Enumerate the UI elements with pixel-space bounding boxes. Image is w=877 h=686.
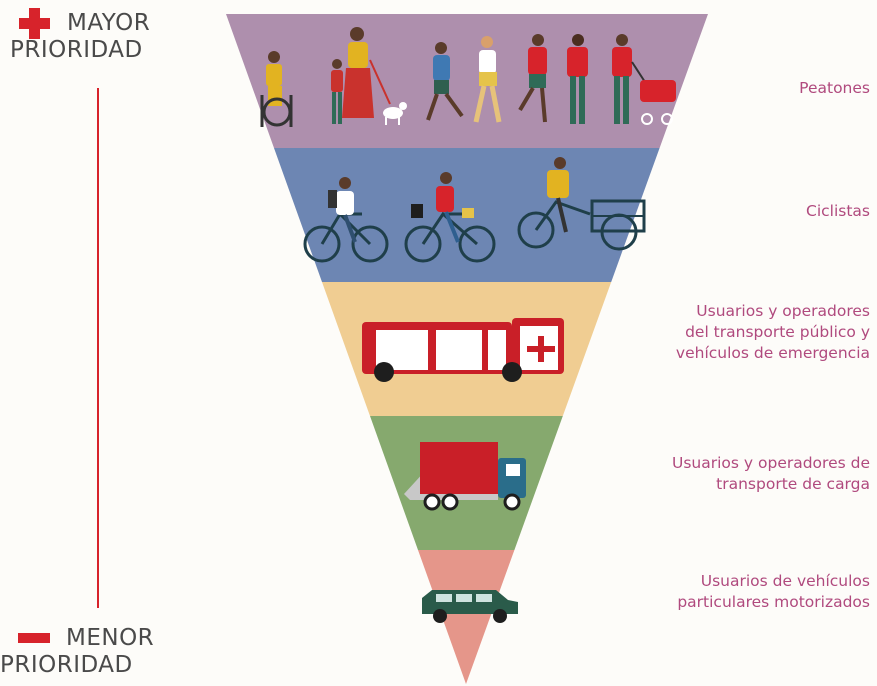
minus-icon xyxy=(18,633,50,643)
tier-band-private-vehicles xyxy=(226,550,708,684)
priority-axis-line xyxy=(97,88,99,608)
priority-top-line2: PRIORIDAD xyxy=(10,37,143,63)
priority-bottom-line2: PRIORIDAD xyxy=(0,652,133,678)
tier-label-private-vehicles: Usuarios de vehículos particulares motor… xyxy=(677,572,870,611)
pedestrians-icon xyxy=(260,27,676,127)
tier-label-cyclists: Ciclistas xyxy=(806,202,870,220)
priority-top-label: MAYOR PRIORIDAD xyxy=(10,10,150,64)
priority-bottom-label: MENOR PRIORIDAD xyxy=(0,625,154,679)
bus-icon xyxy=(362,318,564,382)
plus-icon-vertical xyxy=(29,8,40,39)
truck-icon xyxy=(404,442,526,511)
tier-label-pedestrians: Peatones xyxy=(799,79,870,97)
tier-label-freight: Usuarios y operadores de transporte de c… xyxy=(671,454,870,493)
priority-bottom-line1: MENOR xyxy=(66,625,155,651)
car-icon xyxy=(422,590,518,623)
cyclists-icon xyxy=(303,157,646,263)
priority-top-line1: MAYOR xyxy=(67,10,151,36)
tier-label-public-transport: Usuarios y operadores del transporte púb… xyxy=(675,302,870,362)
